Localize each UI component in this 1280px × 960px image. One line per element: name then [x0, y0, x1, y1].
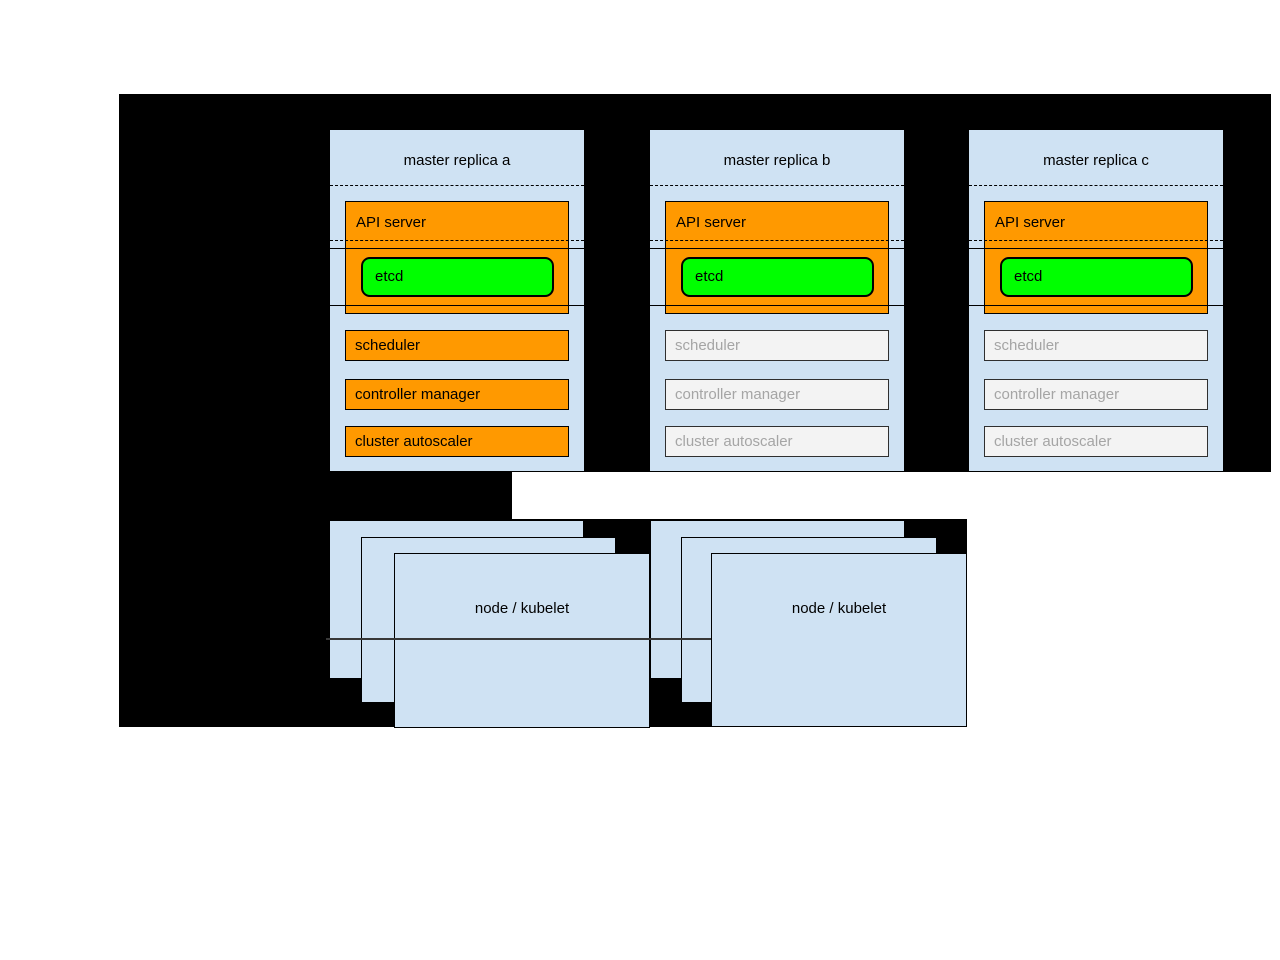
etcd-label: etcd — [695, 268, 724, 285]
component-controller-manager: controller manager — [665, 379, 889, 410]
etcd-box: etcd — [361, 257, 554, 297]
component-scheduler: scheduler — [665, 330, 889, 361]
divider-dashed — [969, 185, 1223, 186]
master-title: master replica a — [403, 152, 511, 169]
divider-dashed — [330, 185, 584, 186]
divider-solid — [650, 248, 904, 249]
master-replica-c-panel: master replica c API server etcd schedul… — [968, 129, 1224, 472]
divider-dashed — [969, 240, 1223, 241]
node-box-front: node / kubelet — [711, 553, 967, 727]
master-replica-b-panel: master replica b API server etcd schedul… — [649, 129, 905, 472]
divider-solid — [330, 305, 584, 306]
divider-dashed — [330, 240, 584, 241]
stack-divider-line — [326, 638, 712, 640]
component-cluster-autoscaler: cluster autoscaler — [984, 426, 1208, 457]
master-title: master replica c — [1043, 152, 1149, 169]
component-scheduler: scheduler — [345, 330, 569, 361]
divider-solid — [969, 305, 1223, 306]
api-server-label: API server — [356, 214, 427, 231]
etcd-label: etcd — [375, 268, 404, 285]
etcd-box: etcd — [1000, 257, 1193, 297]
component-scheduler: scheduler — [984, 330, 1208, 361]
master-title: master replica b — [723, 152, 831, 169]
divider-dashed — [650, 240, 904, 241]
divider-solid — [650, 305, 904, 306]
etcd-box: etcd — [681, 257, 874, 297]
component-controller-manager: controller manager — [984, 379, 1208, 410]
api-server-label: API server — [676, 214, 747, 231]
node-box-front: node / kubelet — [394, 553, 650, 728]
etcd-label: etcd — [1014, 268, 1043, 285]
api-server-label: API server — [995, 214, 1066, 231]
component-cluster-autoscaler: cluster autoscaler — [345, 426, 569, 457]
master-replica-a-panel: master replica a API server etcd schedul… — [329, 129, 585, 472]
component-cluster-autoscaler: cluster autoscaler — [665, 426, 889, 457]
divider-solid — [330, 248, 584, 249]
node-label: node / kubelet — [474, 600, 570, 617]
node-label: node / kubelet — [791, 600, 887, 617]
component-controller-manager: controller manager — [345, 379, 569, 410]
divider-dashed — [650, 185, 904, 186]
divider-solid — [969, 248, 1223, 249]
